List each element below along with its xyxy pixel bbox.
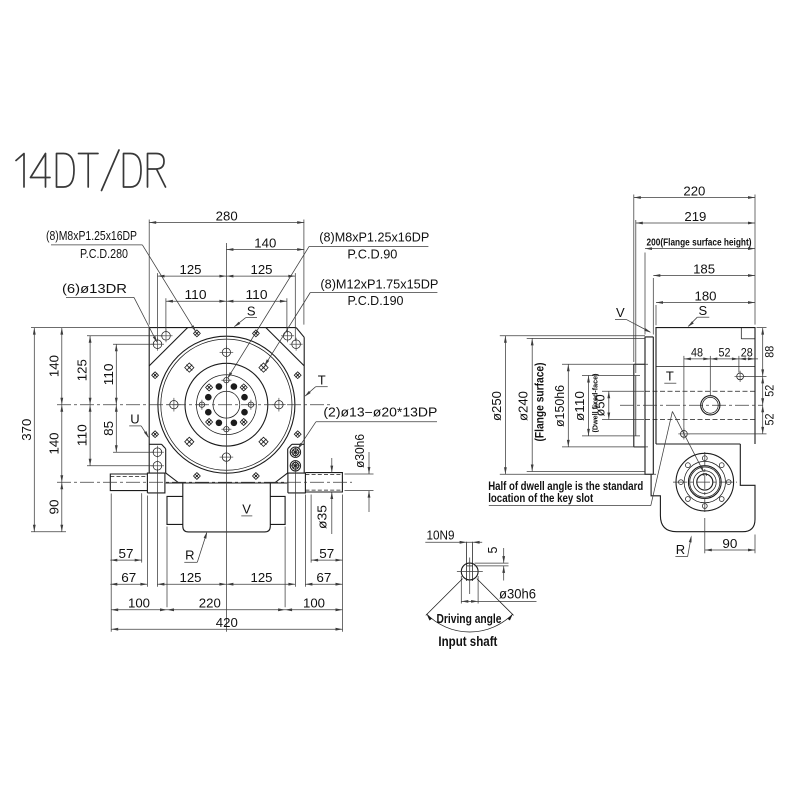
svg-text:52: 52 [763, 413, 777, 425]
svg-text:370: 370 [20, 419, 34, 441]
svg-text:10N9: 10N9 [427, 529, 455, 543]
svg-text:185: 185 [693, 262, 715, 276]
svg-text:100: 100 [128, 597, 150, 611]
svg-text:57: 57 [319, 547, 334, 561]
svg-text:(2)ø13−ø20*13DP: (2)ø13−ø20*13DP [323, 406, 437, 420]
svg-text:280: 280 [216, 209, 238, 223]
svg-text:R: R [185, 547, 194, 562]
svg-text:110: 110 [76, 424, 90, 446]
svg-text:(8)M12xP1.75x15DP: (8)M12xP1.75x15DP [320, 278, 438, 292]
svg-text:125: 125 [76, 359, 90, 381]
svg-text:110: 110 [102, 363, 116, 385]
svg-text:(8)M8xP1.25x16DP: (8)M8xP1.25x16DP [319, 231, 429, 245]
svg-text:(8)M8xP1.25x16DP: (8)M8xP1.25x16DP [46, 229, 137, 243]
svg-text:U: U [130, 412, 139, 427]
svg-text:220: 220 [199, 597, 221, 611]
svg-text:Half of dwell angle is the sta: Half of dwell angle is the standard [488, 479, 643, 493]
svg-text:140: 140 [254, 236, 276, 250]
svg-text:ø150h6: ø150h6 [553, 385, 567, 427]
svg-text:ø35: ø35 [316, 505, 330, 529]
svg-text:67: 67 [121, 571, 136, 585]
svg-text:52: 52 [719, 346, 731, 360]
svg-text:125: 125 [251, 571, 273, 585]
svg-text:(Flange surface): (Flange surface) [535, 362, 547, 441]
svg-text:110: 110 [185, 288, 207, 302]
svg-text:S: S [247, 303, 256, 318]
svg-text:ø30h6: ø30h6 [499, 587, 536, 602]
svg-text:140: 140 [47, 432, 61, 454]
svg-text:90: 90 [722, 537, 737, 551]
svg-text:125: 125 [251, 263, 273, 277]
svg-text:140: 140 [47, 355, 61, 377]
svg-text:85: 85 [102, 421, 116, 436]
svg-text:125: 125 [180, 263, 202, 277]
svg-text:R: R [676, 542, 685, 557]
svg-text:110: 110 [246, 288, 268, 302]
svg-text:57: 57 [119, 547, 134, 561]
svg-text:5: 5 [486, 546, 500, 553]
svg-text:ø30h6: ø30h6 [353, 434, 367, 468]
svg-text:125: 125 [180, 571, 202, 585]
svg-text:219: 219 [684, 210, 706, 224]
svg-text:200(Flange surface height): 200(Flange surface height) [647, 236, 752, 248]
svg-text:P.C.D.190: P.C.D.190 [348, 294, 404, 308]
svg-text:(Dwell fixed-face): (Dwell fixed-face) [591, 373, 600, 432]
svg-text:67: 67 [316, 571, 331, 585]
svg-text:90: 90 [47, 499, 61, 514]
svg-text:S: S [698, 303, 707, 318]
svg-text:ø250: ø250 [490, 391, 504, 421]
svg-text:P.C.D.280: P.C.D.280 [80, 247, 128, 261]
svg-text:180: 180 [695, 289, 717, 303]
svg-text:ø110: ø110 [573, 391, 587, 421]
svg-text:V: V [616, 305, 625, 320]
svg-text:420: 420 [216, 616, 238, 630]
svg-text:88: 88 [763, 346, 777, 358]
svg-text:Input shaft: Input shaft [438, 633, 497, 649]
svg-text:100: 100 [303, 597, 325, 611]
svg-text:52: 52 [763, 384, 777, 396]
svg-text:28: 28 [741, 346, 753, 360]
svg-text:Driving angle: Driving angle [437, 611, 502, 626]
svg-text:V: V [242, 502, 251, 517]
svg-text:location of the key slot: location of the key slot [488, 491, 593, 505]
svg-text:48: 48 [691, 346, 703, 360]
svg-text:ø240: ø240 [517, 391, 531, 421]
svg-text:(6)ø13DR: (6)ø13DR [62, 282, 127, 296]
svg-text:220: 220 [683, 184, 705, 198]
svg-text:P.C.D.90: P.C.D.90 [347, 247, 397, 261]
svg-text:T: T [318, 372, 326, 387]
svg-text:T: T [666, 369, 674, 384]
svg-text:ø50: ø50 [594, 394, 608, 416]
